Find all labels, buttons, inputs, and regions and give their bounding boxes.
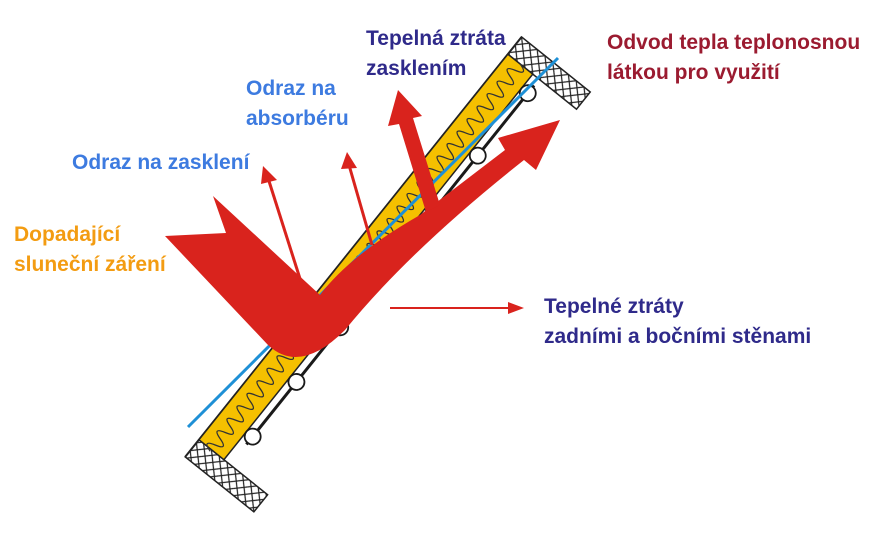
- absorber-reflection-line1: Odraz na: [246, 77, 336, 100]
- glazing-loss-arrow: [388, 90, 440, 212]
- tube-circle: [518, 84, 537, 103]
- glass-reflection-arrow-shaft: [266, 177, 304, 286]
- glazing-loss-line2: zasklením: [366, 57, 467, 80]
- rear-loss-line1: Tepelné ztráty: [544, 295, 684, 318]
- glazing-loss-line1: Tepelná ztráta: [366, 27, 506, 50]
- tube-circle: [287, 373, 306, 391]
- useful-heat-line1: Odvod tepla teplonosnou: [607, 31, 861, 54]
- glass-reflection-label: Odraz na zasklení: [72, 148, 249, 178]
- absorber-reflection-label: Odraz na absorbéru: [246, 74, 349, 134]
- absorber-reflection-arrowhead: [341, 152, 357, 169]
- tube-circle: [243, 427, 262, 446]
- incoming-radiation-arrow: [165, 120, 560, 357]
- glass-cover: [186, 56, 560, 429]
- incoming-radiation-label: Dopadající sluneční záření: [14, 220, 166, 280]
- rear-loss-arrowhead: [508, 302, 524, 314]
- absorber-reflection-arrow-shaft: [347, 164, 374, 246]
- glazing-loss-label: Tepelná ztráta zasklením: [366, 24, 506, 84]
- rear-loss-line2: zadními a bočními stěnami: [544, 325, 812, 348]
- absorber-reflection-line2: absorbéru: [246, 107, 349, 130]
- glass-reflection-line1: Odraz na zasklení: [72, 151, 250, 174]
- incoming-radiation-line2: sluneční záření: [14, 253, 166, 276]
- tube-circle: [468, 146, 487, 165]
- glass-reflection-arrowhead: [261, 166, 277, 184]
- rear-loss-label: Tepelné ztráty zadními a bočními stěnami: [544, 292, 811, 352]
- incoming-radiation-line1: Dopadající: [14, 223, 121, 246]
- useful-heat-line2: látkou pro využití: [607, 61, 780, 84]
- useful-heat-label: Odvod tepla teplonosnou látkou pro využi…: [607, 28, 860, 88]
